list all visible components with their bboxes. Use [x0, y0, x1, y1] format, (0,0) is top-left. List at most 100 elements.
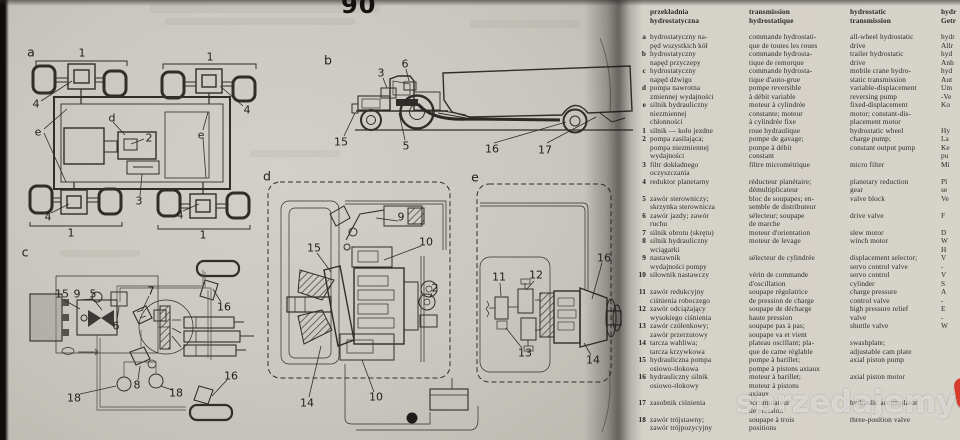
diagram-d-callout-9: 9 — [397, 210, 405, 224]
diagram-c-callout-c: c — [21, 244, 29, 260]
diagram-c-callout-5: 5 — [89, 287, 97, 301]
entry-id: a — [642, 32, 646, 41]
diagram-d-callout-2: 2 — [431, 281, 439, 295]
term-german-clipped: A- — [941, 288, 947, 305]
term-french: filtre micrométrique — [749, 160, 810, 169]
term-polish: zasobnik ciśnienia — [650, 398, 706, 407]
term-french: moteur d'orientation — [749, 228, 811, 237]
term-german-clipped: E- — [941, 305, 946, 322]
term-french: plateau oscillant; pla-que de came régla… — [749, 339, 815, 356]
term-french: commande hydrostati-que de toutes les ro… — [749, 33, 818, 50]
diagram-e-callout-14: 14 — [586, 353, 600, 367]
term-german-clipped: V- — [941, 254, 947, 271]
entry-id: 7 — [642, 227, 646, 237]
entry-id: 14 — [638, 338, 646, 347]
diagram-b-callout-3: 3 — [377, 66, 385, 80]
term-french: commande hydrosta-tique de remorque — [749, 50, 813, 67]
diagram-b-callout-5: 5 — [402, 139, 410, 153]
entry-id: 11 — [638, 287, 646, 296]
term-english: drive valve — [850, 211, 884, 220]
entry-id: 6 — [642, 210, 646, 220]
term-german-clipped: Hy — [941, 126, 951, 135]
diagram-e-callout-e: e — [471, 169, 479, 185]
diagram-d-callout-10: 10 — [369, 390, 383, 404]
term-polish: zawór czółenkowy;zawór przerzutowy — [650, 322, 709, 339]
diagram-a-callout-4: 4 — [32, 97, 40, 111]
diagram-a-callout-1: 1 — [78, 46, 86, 60]
diagram-c-callout-15: 15 — [55, 287, 69, 301]
diagram-c-callout-9: 9 — [73, 287, 81, 301]
term-german-clipped: W — [941, 322, 948, 330]
term-english: micro filter — [850, 160, 885, 169]
entry-id: 12 — [638, 304, 646, 313]
diagram-c-callout-18: 18 — [67, 391, 81, 405]
entry-id: 3 — [642, 159, 646, 169]
diagram-c-callout-16: 16 — [224, 369, 238, 383]
entry-id: 18 — [638, 414, 646, 424]
diagram-a-callout-3: 3 — [135, 194, 143, 208]
entry-id: 16 — [638, 372, 646, 381]
diagram-c-callout-18: 18 — [169, 386, 183, 400]
diagram-a-callout-e: e — [197, 128, 205, 142]
diagram-a-callout-e: e — [34, 125, 42, 139]
diagram-d-callout-14: 14 — [300, 396, 314, 410]
diagram-c-callout-6: 6 — [112, 319, 120, 333]
term-french: sélecteur de cylindrée — [749, 254, 815, 262]
term-polish: reduktor planetarny — [650, 177, 710, 186]
entry-id: 5 — [642, 193, 646, 203]
term-polish: silnik — koło jezdne — [650, 126, 714, 135]
entry-id: 15 — [638, 355, 646, 364]
entry-id: b — [641, 49, 646, 58]
term-polish: siłownik nastawczy — [650, 271, 710, 279]
diagram-b-callout-b: b — [324, 52, 332, 68]
term-french: réducteur planétaire;démultiplicateur — [749, 177, 812, 194]
diagram-c-callout-16: 16 — [217, 300, 231, 314]
diagram-b-callout-16: 16 — [485, 142, 499, 156]
term-english: three-position valve — [850, 415, 911, 424]
term-english: charge pump;constant output pump — [850, 135, 916, 152]
diagram-b-callout-17: 17 — [538, 143, 552, 157]
diagram-a-callout-1: 1 — [199, 228, 207, 242]
diagram-e-callout-11: 11 — [492, 270, 506, 284]
diagram-a-callout-2: 2 — [145, 131, 153, 145]
diagram-a — [28, 60, 257, 230]
